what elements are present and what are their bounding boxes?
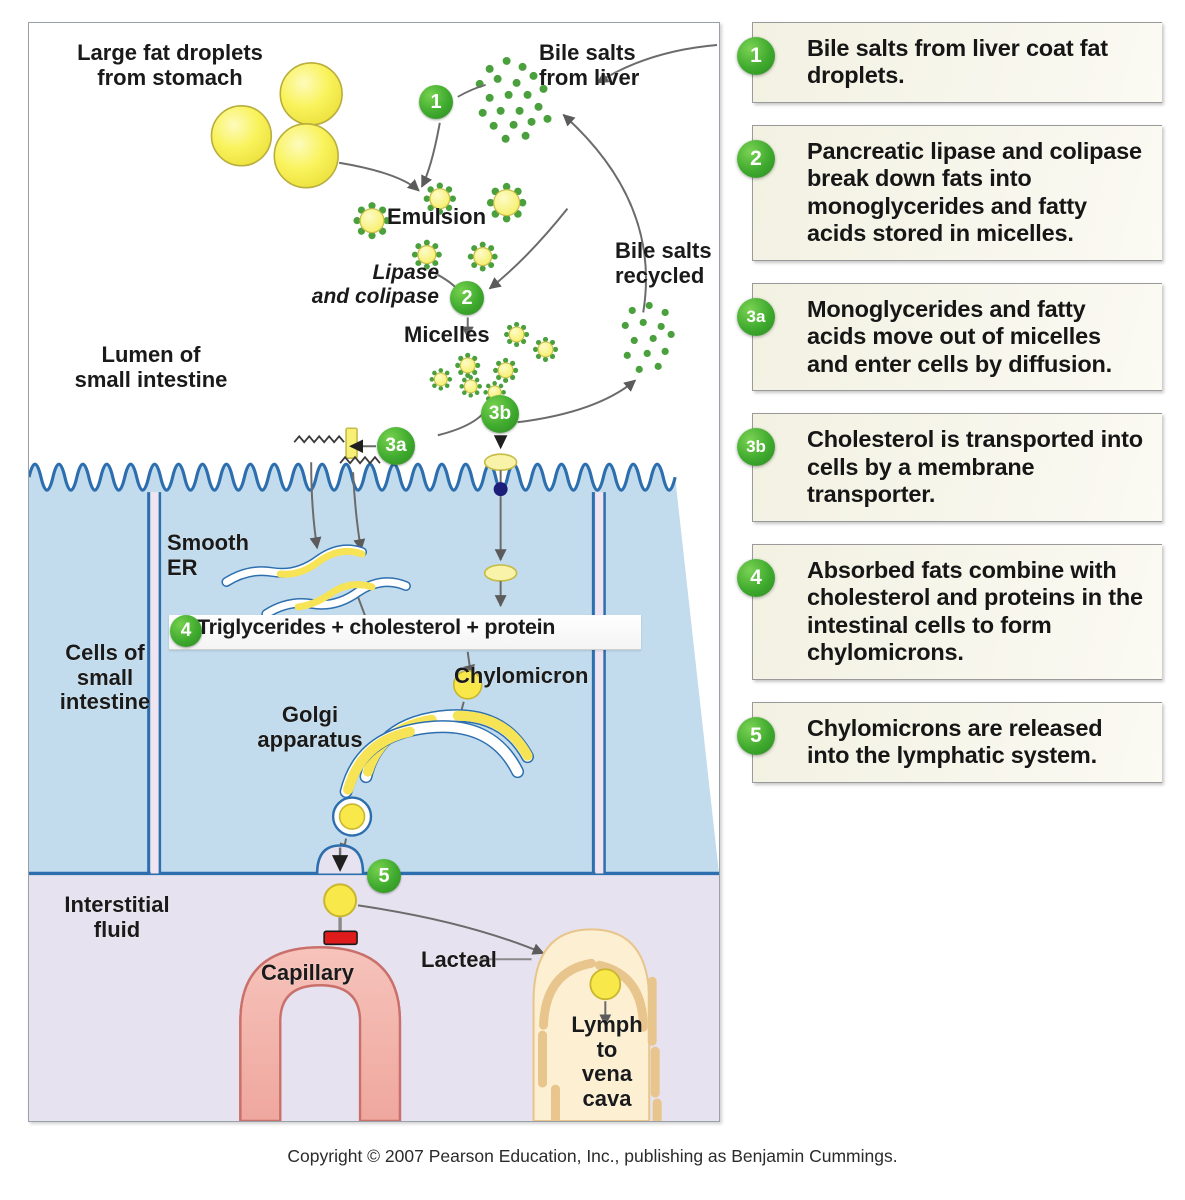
label-lacteal: Lacteal — [421, 947, 497, 972]
step-text-3a: Monoglycerides and fatty acids move out … — [807, 295, 1112, 377]
label-cells-of-small-intestine: Cells of small intestine — [59, 640, 151, 715]
step-number-4: 4 — [737, 558, 775, 597]
copyright-notice: Copyright © 2007 Pearson Education, Inc.… — [287, 1146, 898, 1166]
label-capillary: Capillary — [261, 960, 354, 985]
step-number-2: 2 — [737, 139, 775, 178]
diagram-badge-3b[interactable]: 3b — [481, 395, 519, 433]
diagram-graphics — [29, 43, 719, 1121]
label-emulsion: Emulsion — [387, 204, 487, 229]
step-item-3a[interactable]: 3a Monoglycerides and fatty acids move o… — [737, 282, 1162, 392]
fat-digestion-diagram: Large fat droplets from stomach Bile sal… — [28, 22, 720, 1122]
step-number-1: 1 — [737, 37, 775, 75]
label-large-fat-droplets: Large fat droplets from stomach — [77, 40, 263, 90]
step-text-5: Chylomicrons are released into the lymph… — [807, 714, 1103, 769]
label-chylomicron: Chylomicron — [454, 663, 589, 688]
step-item-1[interactable]: 1 Bile salts from liver coat fat droplet… — [737, 22, 1162, 103]
step-text-4: Absorbed fats combine with cholesterol a… — [807, 556, 1143, 666]
label-bile-salts-from-liver: Bile salts from liver — [539, 40, 640, 90]
step-item-4[interactable]: 4 Absorbed fats combine with cholesterol… — [737, 543, 1162, 680]
step-text-3b: Cholesterol is transported into cells by… — [807, 426, 1143, 508]
label-triglycerides: Triglycerides + cholesterol + protein — [197, 615, 556, 639]
step-text-1: Bile salts from liver coat fat droplets. — [807, 35, 1108, 89]
step-item-3b[interactable]: 3b Cholesterol is transported into cells… — [737, 413, 1162, 522]
step-item-2[interactable]: 2 Pancreatic lipase and colipase break d… — [737, 124, 1162, 261]
label-bile-salts-recycled: Bile salts recycled — [615, 238, 712, 288]
label-lumen: Lumen of small intestine — [74, 342, 228, 392]
label-micelles: Micelles — [404, 322, 490, 347]
label-smooth-er: Smooth ER — [167, 530, 249, 580]
diagram-badge-5[interactable]: 5 — [367, 859, 401, 893]
label-lipase-and-colipase: Lipase and colipase — [311, 261, 439, 308]
step-list: 1 Bile salts from liver coat fat droplet… — [737, 22, 1162, 805]
diagram-badge-2[interactable]: 2 — [450, 281, 484, 315]
diagram-badge-3a[interactable]: 3a — [377, 427, 415, 465]
diagram-badge-1[interactable]: 1 — [419, 85, 453, 119]
triglycerides-band — [169, 615, 641, 650]
step-number-3a: 3a — [737, 297, 775, 336]
label-golgi: Golgi apparatus — [257, 702, 363, 752]
step-number-5: 5 — [737, 716, 775, 755]
label-interstitial-fluid: Interstitial fluid — [64, 892, 170, 942]
step-text-2: Pancreatic lipase and colipase break dow… — [807, 137, 1142, 247]
step-number-3b: 3b — [737, 428, 775, 467]
step-item-5[interactable]: 5 Chylomicrons are released into the lym… — [737, 701, 1162, 783]
label-lymph-to-vena-cava: Lymph to vena cava — [571, 1012, 643, 1111]
diagram-badge-4[interactable]: 4 — [170, 615, 202, 647]
